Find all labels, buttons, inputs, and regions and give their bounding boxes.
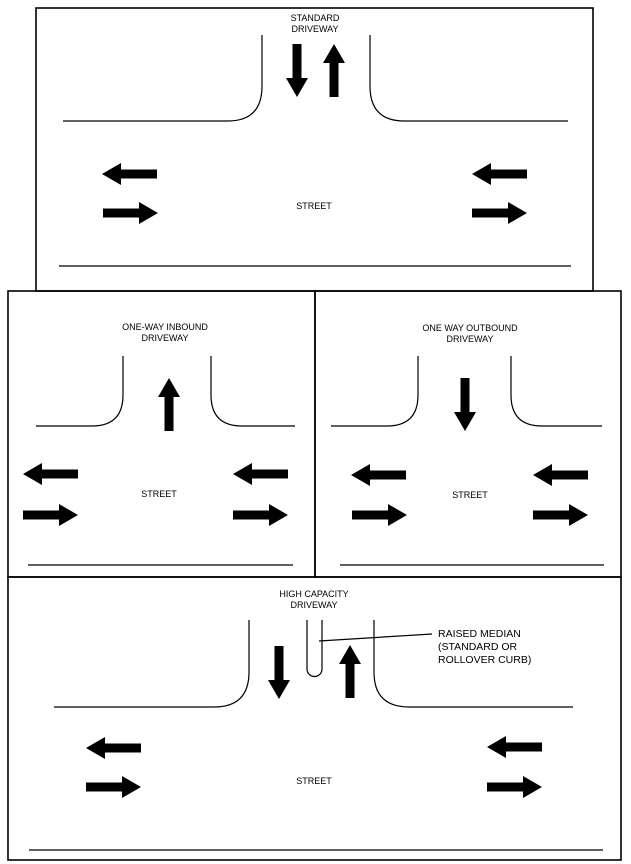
driveway-curb-right bbox=[210, 356, 295, 427]
panel-title-line1: STANDARD bbox=[291, 13, 340, 23]
high-capacity-driveway-panel: HIGH CAPACITY DRIVEWAY STREET RAISED MED… bbox=[7, 576, 622, 861]
street-label: STREET bbox=[296, 776, 332, 786]
driveway-arrow-up bbox=[339, 645, 361, 698]
driveway-curb-left bbox=[331, 356, 419, 427]
street-arrow-left bbox=[472, 163, 527, 185]
median-callout-line1: RAISED MEDIAN bbox=[438, 628, 521, 640]
median-leader-line bbox=[318, 633, 433, 642]
panel-frame bbox=[7, 576, 622, 861]
panel-title-line2: DRIVEWAY bbox=[290, 600, 337, 610]
street-arrow-right bbox=[103, 202, 158, 224]
driveway-curb-right bbox=[510, 356, 602, 427]
street-arrow-left bbox=[487, 736, 542, 758]
panel-title-line1: HIGH CAPACITY bbox=[279, 589, 348, 599]
street-arrow-right bbox=[472, 202, 527, 224]
raised-median bbox=[306, 620, 323, 678]
panel-title-line2: DRIVEWAY bbox=[141, 333, 188, 343]
one-way-inbound-panel: ONE-WAY INBOUND DRIVEWAY STREET bbox=[7, 290, 316, 578]
street-arrow-left bbox=[233, 463, 288, 485]
standard-driveway-panel: STANDARD DRIVEWAY STREET bbox=[35, 7, 594, 292]
driveway-arrow-up bbox=[323, 44, 345, 97]
panel-frame bbox=[35, 7, 594, 292]
street-label: STREET bbox=[141, 489, 177, 499]
panel-title-line2: DRIVEWAY bbox=[291, 24, 338, 34]
street-arrow-left bbox=[533, 464, 588, 486]
one-way-outbound-panel: ONE WAY OUTBOUND DRIVEWAY STREET bbox=[314, 290, 622, 578]
driveway-curb-right bbox=[373, 620, 573, 708]
street-arrow-right bbox=[233, 504, 288, 526]
driveway-arrow-down bbox=[268, 646, 290, 699]
street-arrow-left bbox=[102, 163, 157, 185]
panel-title-line2: DRIVEWAY bbox=[446, 334, 493, 344]
street-arrow-left bbox=[23, 463, 78, 485]
street-label: STREET bbox=[296, 201, 332, 211]
panel-title-line1: ONE WAY OUTBOUND bbox=[422, 323, 518, 333]
driveway-curb-right bbox=[369, 35, 568, 122]
street-arrow-left bbox=[351, 464, 406, 486]
street-arrow-right bbox=[533, 504, 588, 526]
driveway-curb-left bbox=[63, 35, 263, 122]
driveway-arrow-down bbox=[454, 378, 476, 431]
median-callout-line2: (STANDARD OR bbox=[438, 641, 518, 653]
driveway-arrow-down bbox=[286, 44, 308, 97]
street-arrow-right bbox=[23, 504, 78, 526]
median-callout-line3: ROLLOVER CURB) bbox=[438, 654, 531, 666]
driveway-arrow-up bbox=[158, 378, 180, 431]
driveway-curb-left bbox=[36, 356, 124, 427]
street-arrow-right bbox=[487, 776, 542, 798]
street-label: STREET bbox=[452, 490, 488, 500]
street-arrow-left bbox=[86, 737, 141, 759]
street-arrow-right bbox=[352, 504, 407, 526]
panel-title-line1: ONE-WAY INBOUND bbox=[122, 322, 208, 332]
street-arrow-right bbox=[86, 776, 141, 798]
driveway-curb-left bbox=[54, 620, 250, 708]
